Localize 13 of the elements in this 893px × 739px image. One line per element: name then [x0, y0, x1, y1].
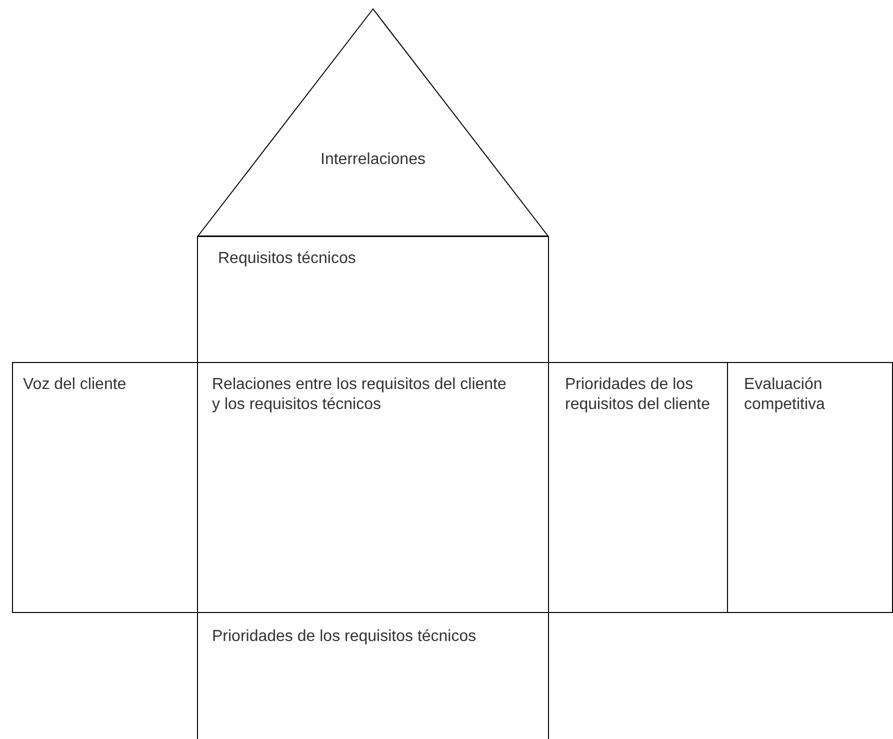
section-label: Evaluación competitiva [744, 375, 826, 415]
section-label: Relaciones entre los requisitos del cliente y los requisitos técnicos [212, 375, 508, 415]
section-label: Prioridades de los requisitos técnicos [212, 627, 478, 647]
section-label: Requisitos técnicos [218, 249, 357, 269]
section-label: Prioridades de los requisitos del cliente [565, 375, 711, 415]
roof-triangle [197, 8, 549, 237]
section-label: Voz del cliente [23, 375, 128, 395]
matrix-section [727, 362, 893, 613]
matrix-section [12, 362, 198, 613]
matrix-section [197, 236, 549, 363]
matrix-section [197, 612, 549, 739]
matrix-section [548, 362, 728, 613]
section-label: Interrelaciones [320, 150, 426, 170]
